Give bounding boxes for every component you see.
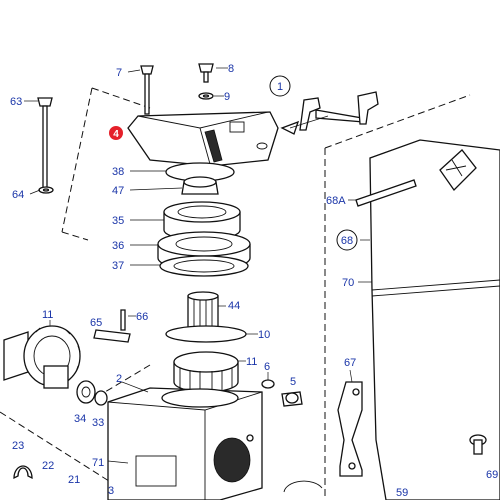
lower-dashed-boundary (0, 364, 151, 489)
seal-ring-37 (159, 255, 249, 277)
gear-housing-2 (107, 387, 263, 500)
callout-38: 38 (112, 166, 124, 178)
callout-66: 66 (136, 311, 148, 323)
callout-8: 8 (228, 63, 234, 75)
left-dashed-boundary (61, 87, 151, 241)
bearing-34 (76, 380, 96, 404)
callout-6: 6 (264, 361, 270, 373)
callout-3: 3 (108, 485, 114, 497)
callout-2: 2 (116, 373, 122, 385)
callout-70: 70 (342, 277, 354, 289)
pinion-gear-11 (3, 325, 81, 389)
washer-6 (261, 379, 275, 389)
lever-arm (299, 91, 379, 131)
splined-sleeve-44 (187, 291, 219, 331)
nut-47 (181, 176, 219, 195)
callout-4: 4 (113, 129, 119, 140)
large-cover-70 (369, 139, 500, 500)
bolt-5 (281, 391, 303, 407)
callout-47: 47 (112, 185, 124, 197)
hose-59 (283, 480, 323, 493)
callout-68a: 68A (326, 195, 346, 207)
leader-lines (24, 67, 372, 464)
callout-36: 36 (112, 240, 124, 252)
callout-37: 37 (112, 260, 124, 272)
callout-5: 5 (290, 376, 296, 388)
callout-11-left: 11 (42, 309, 53, 321)
right-dashed-boundary (324, 94, 471, 500)
ring-10 (165, 325, 247, 343)
pointer-arrow-shaft (289, 115, 329, 129)
callout-44: 44 (228, 300, 240, 312)
callout-9: 9 (224, 91, 230, 103)
callout-71: 71 (92, 457, 104, 469)
callout-10: 10 (258, 329, 270, 341)
cover-housing-4 (127, 111, 279, 167)
callout-23: 23 (12, 440, 24, 452)
callout-22: 22 (42, 460, 54, 472)
long-bolt-63 (37, 97, 54, 194)
callout-59: 59 (396, 487, 408, 499)
callout-33: 33 (92, 417, 104, 429)
callout-1-circle (269, 75, 291, 97)
plate-65 (93, 329, 131, 343)
callout-1: 1 (277, 81, 283, 93)
nut-33 (94, 390, 108, 406)
callout-11-center: 11 (246, 356, 257, 368)
callout-4-marker (109, 126, 123, 140)
callout-64: 64 (12, 189, 24, 201)
callout-21: 21 (68, 474, 80, 486)
rod-68a (355, 179, 417, 207)
pin-66 (120, 309, 126, 331)
callout-68-circle (336, 229, 358, 251)
callout-34: 34 (74, 413, 86, 425)
callout-69: 69 (486, 469, 498, 481)
callout-63: 63 (10, 96, 22, 108)
bracket-67 (337, 381, 363, 477)
callout-35: 35 (112, 215, 124, 227)
gear-11-center (173, 351, 239, 393)
clip-23 (13, 465, 33, 480)
callout-7: 7 (116, 67, 122, 79)
bolt-69 (469, 434, 487, 455)
callout-67: 67 (344, 357, 356, 369)
bolt-7 (140, 65, 154, 115)
callout-65: 65 (90, 317, 102, 329)
callout-68: 68 (341, 235, 353, 247)
screw-8 (198, 63, 214, 100)
